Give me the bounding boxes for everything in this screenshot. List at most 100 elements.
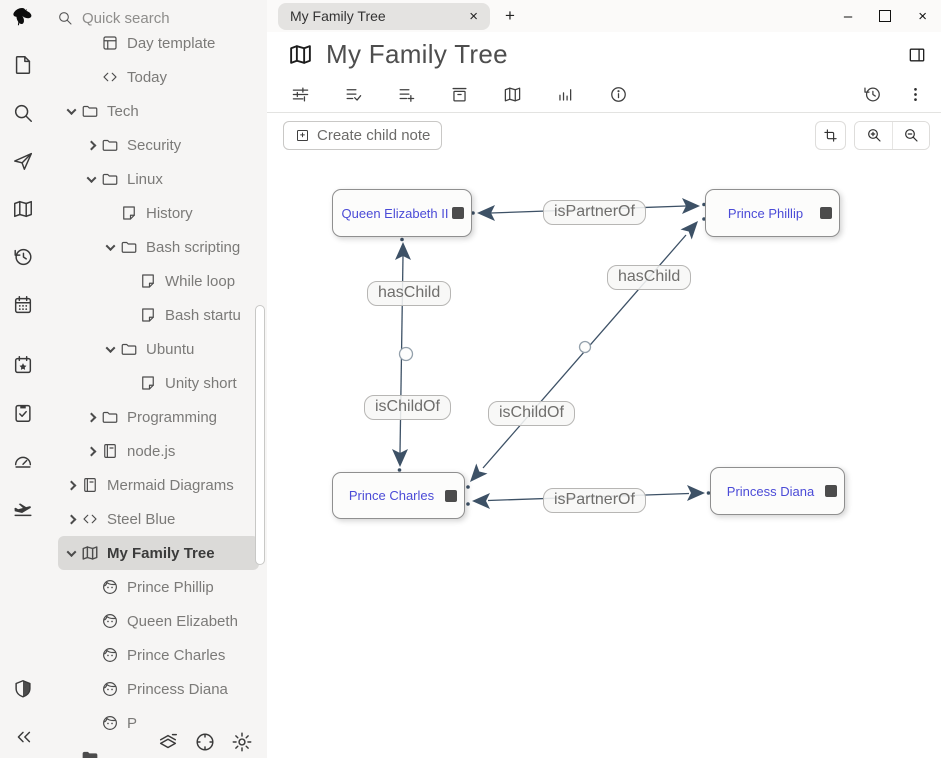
tree-item-history[interactable]: History <box>45 196 267 230</box>
map-node-prince-phillip[interactable]: Prince Phillip <box>705 189 840 237</box>
relation-label-haschild[interactable]: hasChild <box>367 281 452 306</box>
tree-item-princess-diana[interactable]: Princess Diana <box>45 672 267 706</box>
folder-icon <box>101 136 119 154</box>
new-note-icon[interactable] <box>12 54 34 76</box>
tree-item-partial[interactable]: P <box>45 706 267 740</box>
relation-map-icon[interactable] <box>503 85 522 104</box>
zoom-in-icon[interactable] <box>855 121 892 149</box>
travel-plane-icon[interactable] <box>12 498 34 520</box>
tree-item-prince-phillip[interactable]: Prince Phillip <box>45 570 267 604</box>
create-child-note-button[interactable]: Create child note <box>283 120 443 150</box>
tree-scrollbar[interactable] <box>255 305 265 565</box>
tab-my-family-tree[interactable]: My Family Tree × <box>278 2 490 30</box>
note-size-chart-icon[interactable] <box>556 85 575 104</box>
tree-item-my-family-tree[interactable]: My Family Tree <box>58 536 259 570</box>
chevron-down-icon[interactable] <box>81 172 101 183</box>
right-panel-toggle-icon[interactable] <box>907 45 927 65</box>
reset-pan-zoom-crop-icon[interactable] <box>815 120 846 150</box>
basic-properties-icon[interactable] <box>291 85 310 104</box>
protected-session-icon[interactable] <box>12 678 34 700</box>
more-options-kebab-icon[interactable] <box>906 85 925 104</box>
tree-item-mermaid-diagrams[interactable]: Mermaid Diagrams <box>45 468 267 502</box>
note-title[interactable]: My Family Tree <box>326 39 508 69</box>
person-icon <box>101 612 119 630</box>
search-icon[interactable] <box>12 102 34 124</box>
note-tree: Day template Today Tech Security Linux <box>45 26 267 758</box>
tree-item-security[interactable]: Security <box>45 128 267 162</box>
minimize-button[interactable]: – <box>843 7 853 25</box>
tree-item-today[interactable]: Today <box>45 60 267 94</box>
connection-handle[interactable] <box>825 485 837 497</box>
layers-icon[interactable] <box>157 731 179 753</box>
chevron-down-icon[interactable] <box>100 342 120 353</box>
relation-edges <box>392 198 711 509</box>
note-info-icon[interactable] <box>609 85 628 104</box>
settings-gear-icon[interactable] <box>231 731 253 753</box>
owned-attributes-icon[interactable] <box>344 85 363 104</box>
close-button[interactable]: × <box>918 7 927 25</box>
map-icon <box>81 544 99 562</box>
connection-handle[interactable] <box>445 489 457 502</box>
tree-item-queen-elizabeth[interactable]: Queen Elizabeth <box>45 604 267 638</box>
zoom-out-icon[interactable] <box>892 121 929 149</box>
map-node-princess-diana[interactable]: Princess Diana <box>710 467 845 515</box>
jump-to-note-icon[interactable] <box>12 150 34 172</box>
tree-item-bash-scripting[interactable]: Bash scripting <box>45 230 267 264</box>
note-tree-panel: Quick search Day template Today Tech <box>45 0 267 758</box>
collapse-panel-icon[interactable] <box>12 726 34 748</box>
chevron-right-icon[interactable] <box>61 514 81 524</box>
note-type-map-icon <box>288 42 313 67</box>
relation-map-canvas[interactable]: isPartnerOf hasChild isChildOf hasChild … <box>267 157 941 758</box>
maximize-button[interactable] <box>879 10 892 22</box>
chevron-right-icon[interactable] <box>81 412 101 422</box>
folder-icon <box>101 170 119 188</box>
bookmarks-icon[interactable] <box>12 354 34 376</box>
new-tab-button[interactable]: + <box>505 6 515 25</box>
chevron-right-icon[interactable] <box>61 480 81 490</box>
chevron-down-icon[interactable] <box>61 546 81 557</box>
tree-item-tech[interactable]: Tech <box>45 94 267 128</box>
quick-search-label: Quick search <box>82 9 170 27</box>
relation-label-ischildof[interactable]: isChildOf <box>364 395 451 420</box>
chevron-down-icon[interactable] <box>61 104 81 115</box>
tab-close-icon[interactable]: × <box>469 7 478 25</box>
tree-item-partial-folder[interactable] <box>45 740 267 758</box>
tree-item-programming[interactable]: Programming <box>45 400 267 434</box>
chevron-right-icon[interactable] <box>81 140 101 150</box>
recent-changes-icon[interactable] <box>12 246 34 268</box>
relation-label-ispartnerof[interactable]: isPartnerOf <box>543 488 646 513</box>
tree-item-prince-charles[interactable]: Prince Charles <box>45 638 267 672</box>
map-node-prince-charles[interactable]: Prince Charles <box>332 472 465 519</box>
tree-item-linux[interactable]: Linux <box>45 162 267 196</box>
person-icon <box>101 680 119 698</box>
connection-handle[interactable] <box>820 207 832 219</box>
code-icon <box>81 510 99 528</box>
collections-map-icon[interactable] <box>12 198 34 220</box>
relation-label-haschild[interactable]: hasChild <box>607 265 692 290</box>
note-revisions-icon[interactable] <box>863 85 882 104</box>
calendar-icon[interactable] <box>12 294 34 316</box>
chevron-right-icon[interactable] <box>81 446 101 456</box>
tree-item-while-loop[interactable]: While loop <box>45 264 267 298</box>
inherited-attributes-icon[interactable] <box>397 85 416 104</box>
tree-item-ubuntu[interactable]: Ubuntu <box>45 332 267 366</box>
quick-search[interactable]: Quick search <box>45 0 267 36</box>
task-list-icon[interactable] <box>12 402 34 424</box>
tree-item-day-template[interactable]: Day template <box>45 26 267 60</box>
tree-item-bash-startup[interactable]: Bash startu <box>45 298 267 332</box>
trilium-logo-icon[interactable] <box>12 6 34 28</box>
person-icon <box>101 578 119 596</box>
tree-item-nodejs[interactable]: node.js <box>45 434 267 468</box>
chevron-down-icon[interactable] <box>100 240 120 251</box>
map-node-queen-elizabeth-ii[interactable]: Queen Elizabeth II <box>332 189 472 237</box>
note-add-icon <box>297 129 308 141</box>
tree-item-unity-shortcut[interactable]: Unity short <box>45 366 267 400</box>
relation-label-ischildof[interactable]: isChildOf <box>488 401 575 426</box>
template-icon <box>101 34 119 52</box>
tree-item-steel-blue[interactable]: Steel Blue <box>45 502 267 536</box>
relation-label-ispartnerof[interactable]: isPartnerOf <box>543 200 646 225</box>
global-map-icon[interactable] <box>194 731 216 753</box>
dashboard-icon[interactable] <box>12 450 34 472</box>
archive-icon[interactable] <box>450 85 469 104</box>
connection-handle[interactable] <box>452 207 464 219</box>
